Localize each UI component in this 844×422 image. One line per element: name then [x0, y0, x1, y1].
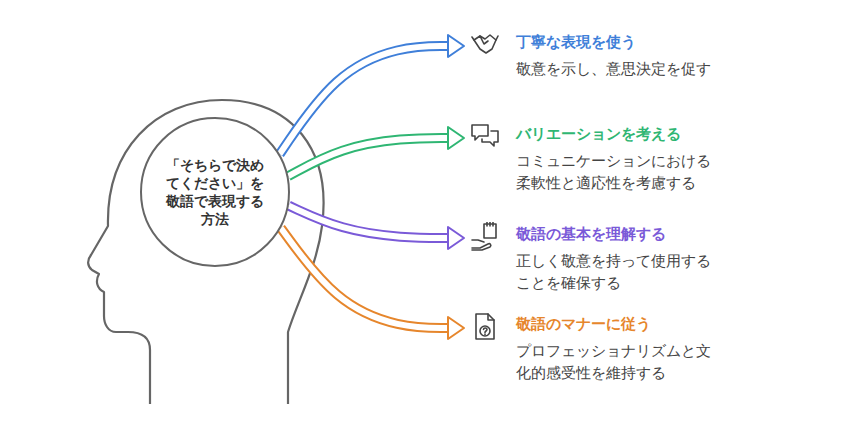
arrow-shaft-inner: [289, 206, 449, 238]
icon-stroke: [474, 35, 496, 53]
item-icon: [470, 222, 500, 252]
icon-stroke: [480, 36, 488, 44]
arrow-head: [448, 227, 464, 249]
item-body: 正しく敬意を持って使用する ことを確保する: [516, 251, 756, 295]
point-item: バリエーションを考えるコミュニケーションにおける 柔軟性と適応性を考慮する: [468, 124, 756, 195]
icon-stroke: [480, 326, 490, 336]
item-heading: 敬語の基本を理解する: [516, 224, 756, 245]
icon-stroke: [484, 333, 486, 335]
connector-arrow: [289, 206, 464, 249]
arrow-shaft-inner: [281, 228, 449, 328]
item-heading: 丁寧な表現を使う: [516, 32, 756, 53]
icon-stroke: [482, 131, 498, 146]
connector-arrow: [288, 127, 464, 176]
item-body: コミュニケーションにおける 柔軟性と適応性を考慮する: [516, 151, 756, 195]
topic-text: 「そちらで決め てください」を 敬語で表現する 方法: [161, 156, 269, 229]
item-icon: [470, 122, 500, 152]
icon-stroke: [472, 240, 484, 242]
item-icon: [470, 312, 500, 342]
icon-stroke: [472, 36, 498, 40]
icon-stroke: [488, 314, 494, 320]
item-body: 敬意を示し、意思決定を促す: [516, 59, 756, 81]
connector-arrow: [281, 228, 464, 339]
topic-circle: 「そちらで決め てください」を 敬語で表現する 方法: [140, 117, 290, 267]
item-heading: 敬語のマナーに従う: [516, 314, 756, 335]
icon-stroke: [472, 244, 491, 250]
arrow-head: [448, 127, 464, 149]
point-item: 敬語の基本を理解する正しく敬意を持って使用する ことを確保する: [468, 224, 756, 295]
arrow-head: [448, 35, 464, 57]
item-icon: [470, 30, 500, 60]
item-heading: バリエーションを考える: [516, 124, 756, 145]
icon-stroke: [472, 125, 488, 140]
arrow-head: [448, 317, 464, 339]
icon-stroke: [476, 314, 494, 339]
arrow-shaft-inner: [288, 138, 449, 176]
arrow-shaft-outline: [288, 138, 449, 176]
point-item: 丁寧な表現を使う敬意を示し、意思決定を促す: [468, 32, 756, 81]
icon-stroke: [487, 222, 493, 226]
point-item: 敬語のマナーに従うプロフェッショナリズムと文 化的感受性を維持する: [468, 314, 756, 385]
icon-stroke: [484, 328, 488, 333]
item-body: プロフェッショナリズムと文 化的感受性を維持する: [516, 341, 756, 385]
arrow-shaft-outline: [289, 206, 449, 238]
arrow-shaft-outline: [281, 228, 449, 328]
